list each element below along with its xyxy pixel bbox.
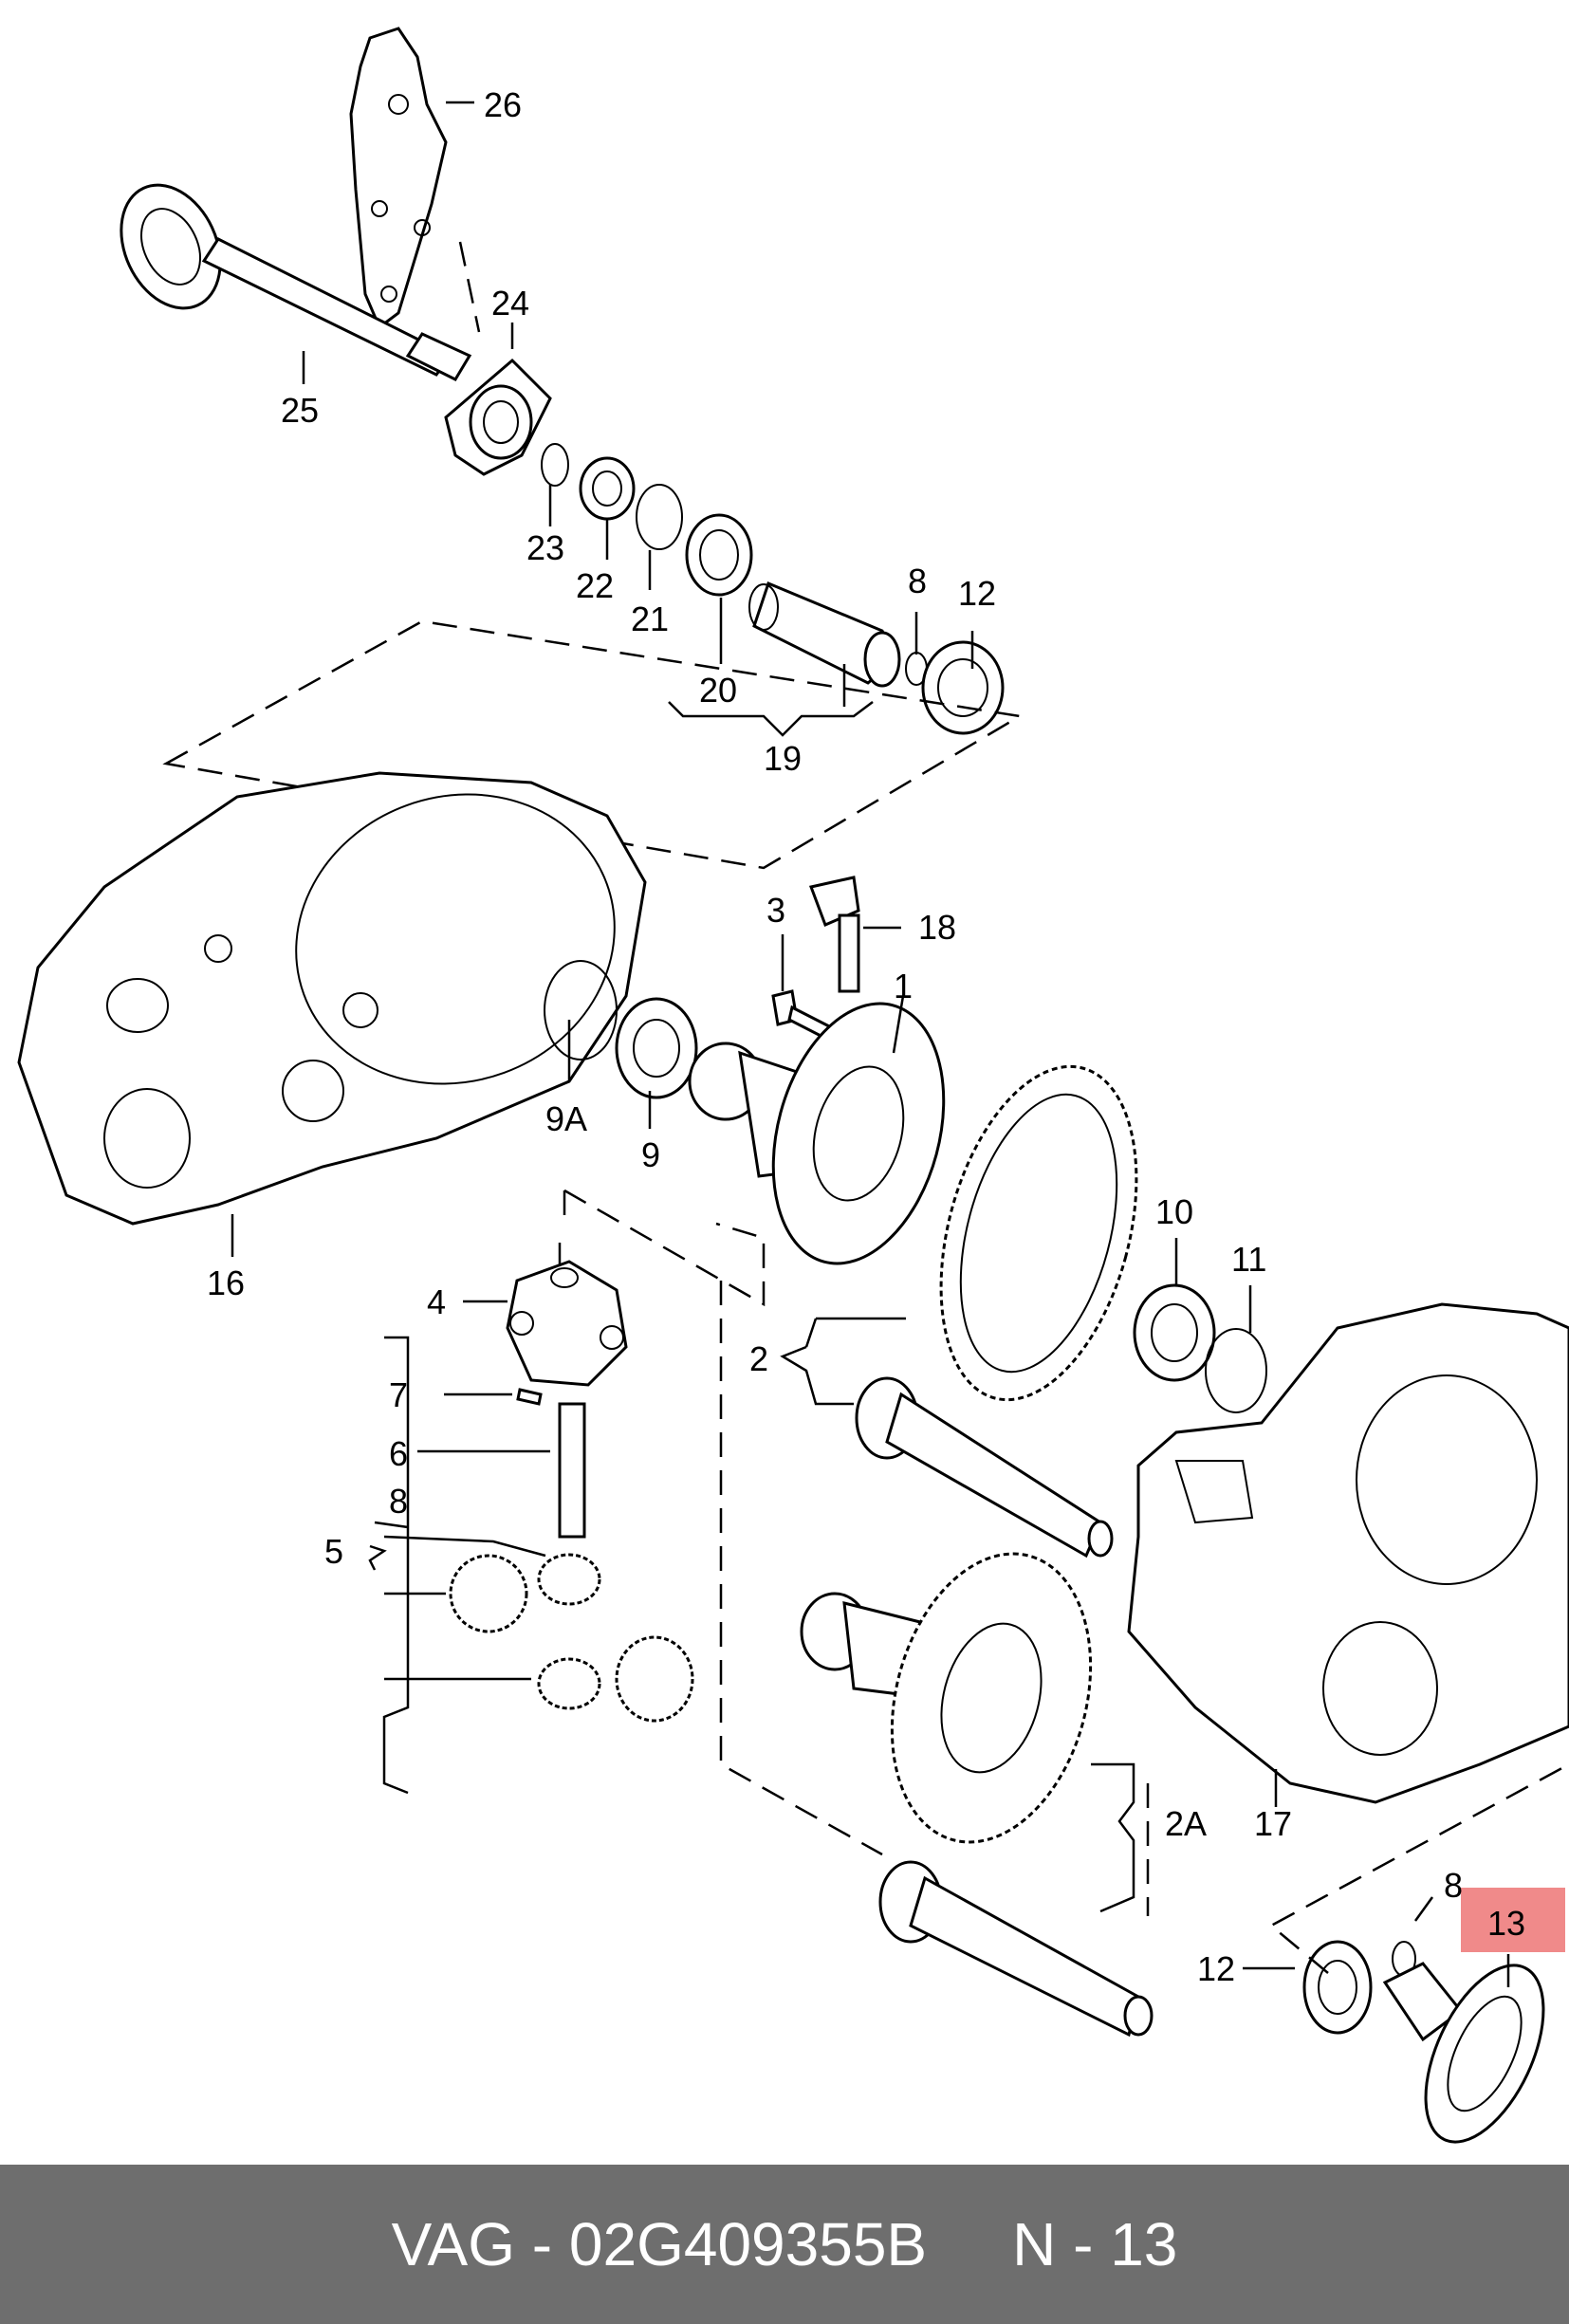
label-25: 25: [281, 391, 319, 430]
flange-part-13: [1382, 1962, 1545, 2144]
gearbox-housing-part-16: [17, 771, 647, 1226]
part-number: 02G409355B: [568, 2210, 928, 2278]
shaft-part-6: [558, 1402, 586, 1539]
label-26: 26: [484, 85, 522, 124]
label-5: 5: [324, 1532, 343, 1571]
shaft-part-19: [748, 581, 901, 688]
differential-assembly-part-2a: [800, 1552, 1093, 1844]
part-number-footer: VAG - 02G409355B N - 13: [0, 2165, 1569, 2324]
label-9: 9: [641, 1135, 660, 1174]
label-17: 17: [1254, 1804, 1292, 1843]
label-18: 18: [918, 908, 956, 947]
seal-part-12-bottom: [1302, 1940, 1373, 2035]
side-gear-b: [615, 1635, 694, 1723]
ring-part-11: [1205, 1328, 1267, 1413]
planet-gear-a: [537, 1553, 601, 1606]
planet-gear-b: [537, 1657, 601, 1710]
ring-gear: [939, 1064, 1138, 1402]
side-gear-a: [449, 1554, 528, 1633]
brand-name: VAG: [391, 2210, 516, 2278]
label-2: 2: [749, 1339, 768, 1378]
label-12-bottom: 12: [1197, 1949, 1235, 1988]
label-24: 24: [491, 284, 529, 323]
label-13: 13: [1487, 1904, 1525, 1943]
pin-part-7: [516, 1388, 543, 1406]
label-11: 11: [1231, 1240, 1266, 1279]
label-7: 7: [389, 1375, 408, 1414]
label-8-top: 8: [908, 562, 927, 600]
gearbox-housing-part-17: [1127, 1302, 1569, 1804]
pinion-shaft-part-2a: [878, 1860, 1154, 2038]
seal-part-12-top: [921, 640, 1005, 735]
bracket-part-26: [349, 27, 448, 330]
circlip-part-23: [541, 443, 569, 487]
drive-shaft-part-25: [120, 183, 472, 381]
label-3: 3: [766, 891, 785, 930]
label-8-middle: 8: [389, 1482, 408, 1521]
label-23: 23: [526, 528, 564, 567]
label-12-top: 12: [958, 574, 996, 613]
label-10: 10: [1155, 1192, 1193, 1231]
bearing-part-10: [1133, 1283, 1216, 1382]
label-20: 20: [699, 671, 737, 710]
label-19: 19: [764, 739, 802, 778]
bush-part-22: [579, 456, 636, 521]
bearing-part-9: [615, 997, 698, 1099]
position-prefix: N: [1012, 2210, 1057, 2278]
label-2a: 2A: [1165, 1804, 1207, 1843]
label-1: 1: [894, 967, 913, 1005]
dashed-group-lines: [563, 1189, 1569, 1974]
label-16: 16: [207, 1263, 245, 1302]
differential-cage-part-4: [506, 1260, 628, 1387]
label-6: 6: [389, 1434, 408, 1473]
differential-part-1: [688, 1002, 946, 1265]
pinion-shaft-part-2: [855, 1376, 1114, 1559]
brand-separator: -: [531, 2210, 553, 2278]
speed-sensor-part-18: [808, 876, 860, 993]
label-4: 4: [427, 1282, 446, 1321]
flange-part-24: [444, 358, 552, 476]
callout-labels: 26 24 25 23 22 21 20 19 8 12 3 18 1 9A 9…: [207, 85, 1525, 1988]
label-8-bottom: 8: [1444, 1866, 1463, 1905]
ring-part-20: [685, 513, 753, 597]
leader-lines: [231, 101, 1510, 1987]
label-9a: 9A: [545, 1099, 587, 1138]
position-number: 13: [1110, 2210, 1178, 2278]
o-ring-part-9a: [544, 960, 618, 1061]
position-separator: -: [1073, 2210, 1094, 2278]
exploded-parts-diagram: 26 24 25 23 22 21 20 19 8 12 3 18 1 9A 9…: [17, 27, 1569, 2144]
label-21: 21: [631, 599, 669, 638]
highlight-box-part-13: [1461, 1888, 1565, 1952]
o-ring-part-21: [636, 484, 683, 550]
label-22: 22: [576, 566, 614, 605]
